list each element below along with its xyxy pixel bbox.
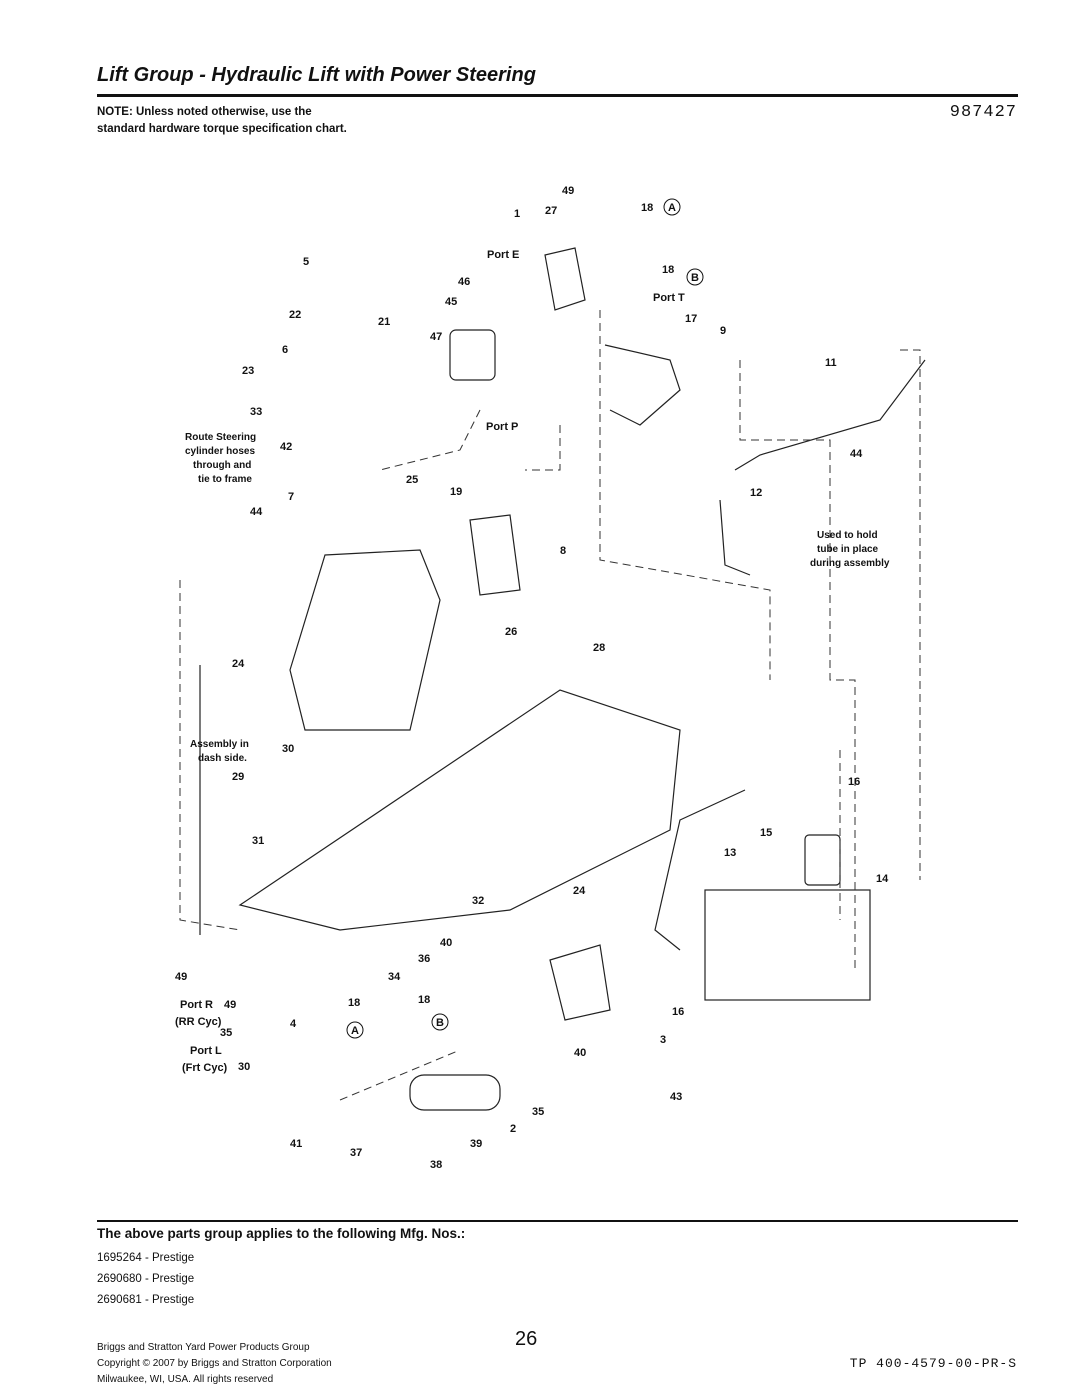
callout-23: 23 xyxy=(242,365,254,377)
callout-4: 4 xyxy=(290,1018,297,1030)
callout-35-right: 35 xyxy=(532,1106,544,1118)
callout-7: 7 xyxy=(288,491,294,503)
footer-company: Briggs and Stratton Yard Power Products … xyxy=(97,1342,310,1353)
callout-lower-circle-b: B xyxy=(436,1017,444,1029)
callout-49: 49 xyxy=(562,185,574,197)
callout-19: 19 xyxy=(450,486,462,498)
note-tube-3: during assembly xyxy=(810,558,890,569)
callout-42: 42 xyxy=(280,441,292,453)
callout-circle-a: A xyxy=(668,202,676,214)
callout-27: 27 xyxy=(545,205,557,217)
callout-18-lower-b: 18 xyxy=(418,994,430,1006)
page-title: Lift Group - Hydraulic Lift with Power S… xyxy=(97,64,536,86)
mfg-number-list: 1695264 - Prestige 2690680 - Prestige 26… xyxy=(97,1248,194,1311)
note-route-steering-2: cylinder hoses xyxy=(185,446,255,457)
callout-45: 45 xyxy=(445,296,457,308)
note-assembly-2: dash side. xyxy=(198,753,247,764)
label-port-r: Port R xyxy=(180,999,213,1011)
callout-18-b: 18 xyxy=(662,264,674,276)
callout-36: 36 xyxy=(418,953,430,965)
callout-16-bottom: 16 xyxy=(672,1006,684,1018)
callout-44-left: 44 xyxy=(250,506,263,518)
callout-16-top: 16 xyxy=(848,776,860,788)
callout-21: 21 xyxy=(378,316,390,328)
label-port-p: Port P xyxy=(486,421,518,433)
section-rule xyxy=(97,1220,1018,1222)
callout-39: 39 xyxy=(470,1138,482,1150)
callout-30-bottom: 30 xyxy=(238,1061,250,1073)
callout-25: 25 xyxy=(406,474,418,486)
callout-lower-circle-a: A xyxy=(351,1025,359,1037)
page-number: 26 xyxy=(515,1328,538,1350)
callout-circle-b: B xyxy=(691,272,699,284)
callout-9: 9 xyxy=(720,325,726,337)
note-tube-1: Used to hold xyxy=(817,530,878,541)
applies-heading: The above parts group applies to the fol… xyxy=(97,1226,466,1241)
footer-location: Milwaukee, WI, USA. All rights reserved xyxy=(97,1374,274,1385)
footer-copyright: Copyright © 2007 by Briggs and Stratton … xyxy=(97,1358,332,1369)
callout-29: 29 xyxy=(232,771,244,783)
callout-37: 37 xyxy=(350,1147,362,1159)
callout-14: 14 xyxy=(876,873,889,885)
callout-18-a: 18 xyxy=(641,202,653,214)
callout-28: 28 xyxy=(593,642,605,654)
document-id: TP 400-4579-00-PR-S xyxy=(849,1356,1017,1371)
note-route-steering-4: tie to frame xyxy=(198,474,252,485)
callout-38: 38 xyxy=(430,1159,442,1171)
callout-44-right: 44 xyxy=(850,448,863,460)
callout-24-bottom: 24 xyxy=(573,885,586,897)
callout-32: 32 xyxy=(472,895,484,907)
callout-47: 47 xyxy=(430,331,442,343)
note-route-steering-1: Route Steering xyxy=(185,432,256,443)
callout-3: 3 xyxy=(660,1034,666,1046)
label-port-l: Port L xyxy=(190,1045,222,1057)
footer-credits: Briggs and Stratton Yard Power Products … xyxy=(97,1340,332,1388)
callout-6: 6 xyxy=(282,344,288,356)
label-rr-cyc: (RR Cyc) xyxy=(175,1016,222,1028)
callout-34: 34 xyxy=(388,971,401,983)
callout-40-top: 40 xyxy=(440,937,452,949)
callout-24-top: 24 xyxy=(232,658,245,670)
callout-2: 2 xyxy=(510,1123,516,1135)
torque-note: NOTE: Unless noted otherwise, use the st… xyxy=(97,106,347,135)
callout-18-lower-a: 18 xyxy=(348,997,360,1009)
label-port-e: Port E xyxy=(487,249,519,261)
callout-26: 26 xyxy=(505,626,517,638)
callout-15: 15 xyxy=(760,827,772,839)
callout-30-top: 30 xyxy=(282,743,294,755)
callout-41: 41 xyxy=(290,1138,302,1150)
part-number: 987427 xyxy=(949,103,1017,122)
mfg-number-item: 1695264 - Prestige xyxy=(97,1252,195,1264)
note-route-steering-3: through and xyxy=(193,460,251,471)
note-assembly-1: Assembly in xyxy=(190,739,249,750)
callout-31: 31 xyxy=(252,835,264,847)
label-port-t: Port T xyxy=(653,292,685,304)
note-tube-2: tube in place xyxy=(817,544,879,555)
callout-33: 33 xyxy=(250,406,262,418)
callout-40-bottom: 40 xyxy=(574,1047,586,1059)
callout-8: 8 xyxy=(560,545,566,557)
label-frt-cyc: (Frt Cyc) xyxy=(182,1062,228,1074)
header-rule xyxy=(97,94,1018,97)
callout-35-left: 35 xyxy=(220,1027,232,1039)
callout-1: 1 xyxy=(514,208,520,220)
callout-5: 5 xyxy=(303,256,309,268)
callout-11: 11 xyxy=(825,357,837,369)
callout-17: 17 xyxy=(685,313,697,325)
callout-12: 12 xyxy=(750,487,762,499)
mfg-number-item: 2690681 - Prestige xyxy=(97,1294,195,1306)
callout-49-left: 49 xyxy=(175,971,187,983)
callout-49-port-r: 49 xyxy=(224,999,236,1011)
exploded-parts-diagram: 49 1 27 18 A 5 Port E 46 18 B 45 Port T … xyxy=(160,170,960,1185)
callout-13: 13 xyxy=(724,847,736,859)
callout-46: 46 xyxy=(458,276,470,288)
mfg-number-item: 2690680 - Prestige xyxy=(97,1273,195,1285)
callout-22: 22 xyxy=(289,309,301,321)
callout-43: 43 xyxy=(670,1091,682,1103)
